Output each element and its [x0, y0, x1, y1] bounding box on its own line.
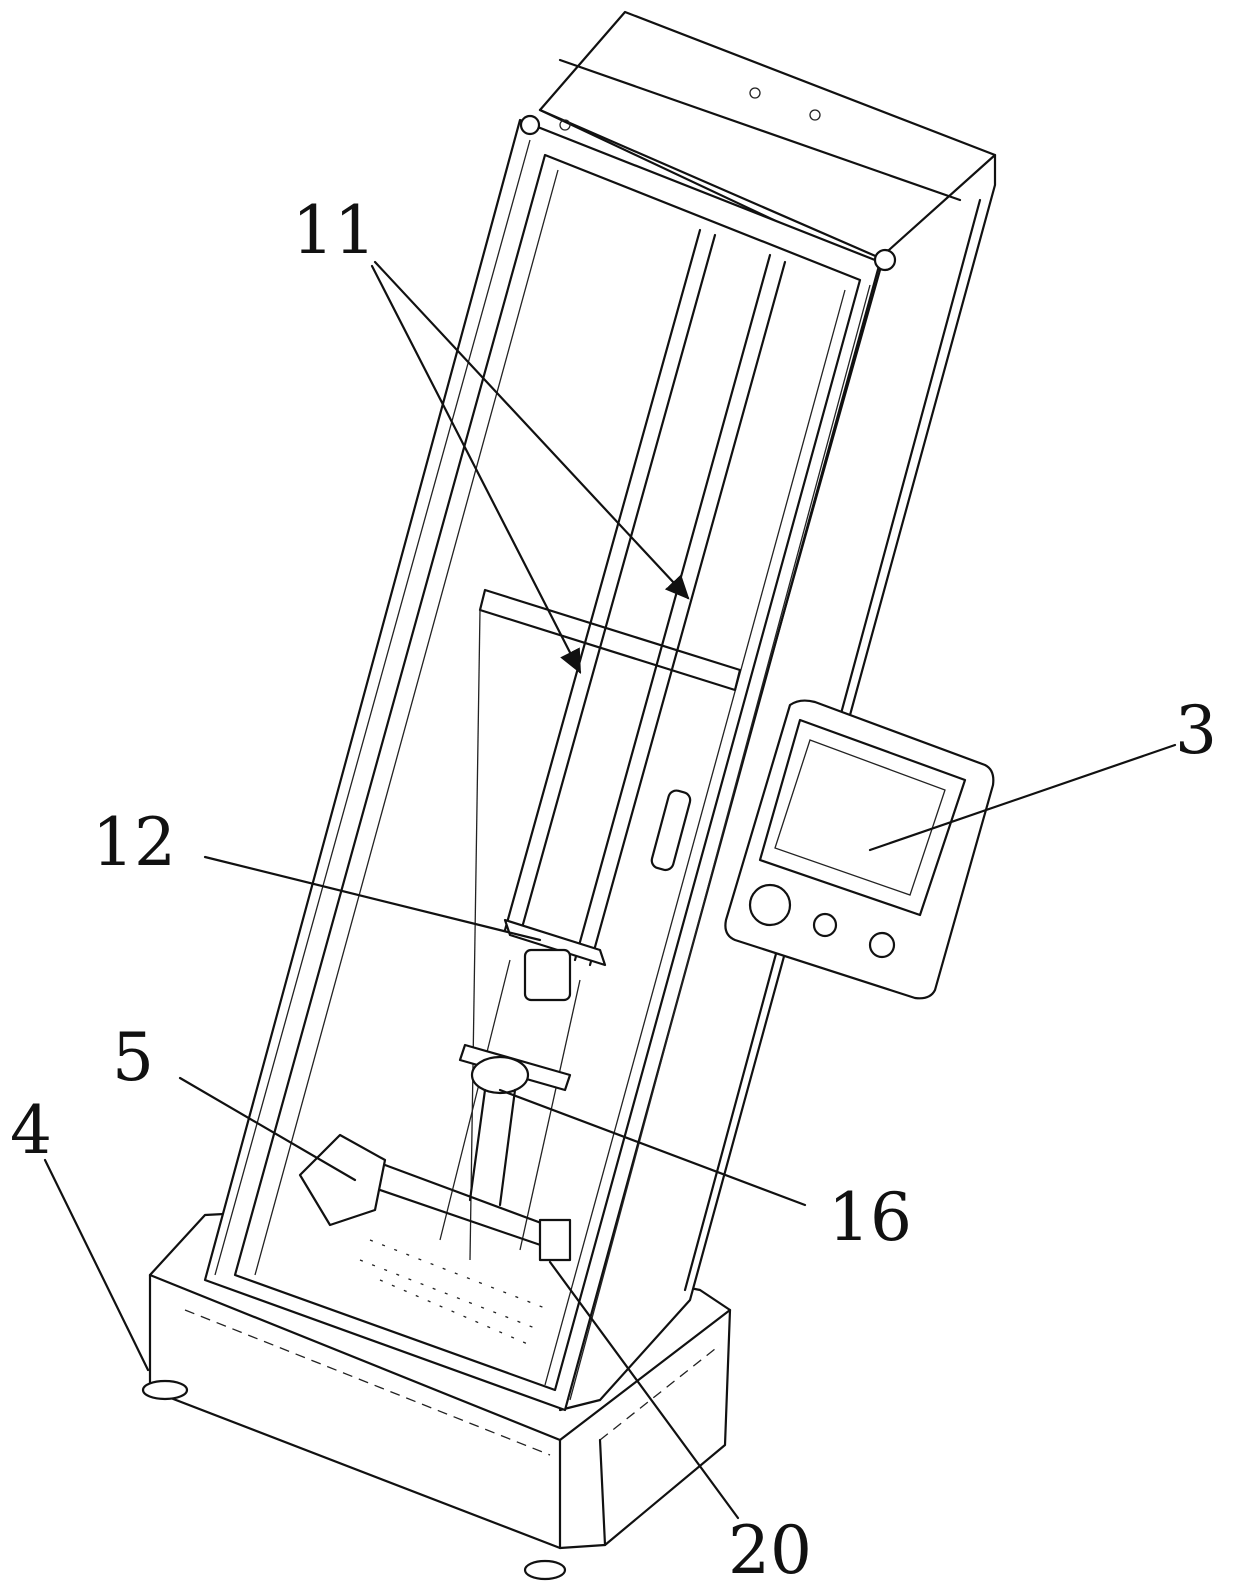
label-20: 20	[728, 1518, 812, 1584]
label-16: 16	[828, 1185, 912, 1251]
label-11: 11	[292, 198, 376, 264]
label-4: 4	[10, 1098, 52, 1164]
label-5: 5	[112, 1025, 154, 1091]
label-12: 12	[92, 810, 176, 876]
label-3: 3	[1175, 698, 1217, 764]
